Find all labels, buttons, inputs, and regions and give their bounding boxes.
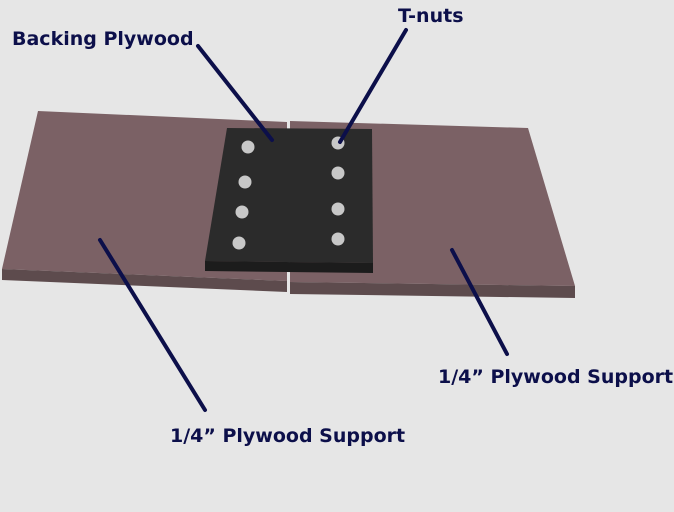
t-nut <box>238 175 252 189</box>
right-plywood-support-label: 1/4” Plywood Support <box>438 366 674 388</box>
t-nuts-leader <box>338 28 408 144</box>
t-nut <box>235 205 249 219</box>
t-nut <box>232 236 246 250</box>
t-nut <box>241 140 255 154</box>
t-nut <box>331 232 345 246</box>
right-plywood-edge <box>290 282 575 298</box>
t-nuts <box>232 136 345 250</box>
backing-plate-edge <box>205 261 373 273</box>
right-support-leader <box>450 248 509 356</box>
leader-lines <box>98 28 509 412</box>
left-support-leader <box>98 238 207 412</box>
backing-plate-top <box>205 128 373 263</box>
t-nut <box>331 166 345 180</box>
t-nut <box>331 202 345 216</box>
t-nuts-label: T-nuts <box>398 5 464 27</box>
left-plywood-support-label: 1/4” Plywood Support <box>170 425 406 447</box>
left-plywood-edge <box>2 269 287 292</box>
backing-plywood-leader <box>196 44 274 142</box>
backing-plywood-plate <box>205 128 373 273</box>
backing-plywood-label: Backing Plywood <box>12 28 194 50</box>
